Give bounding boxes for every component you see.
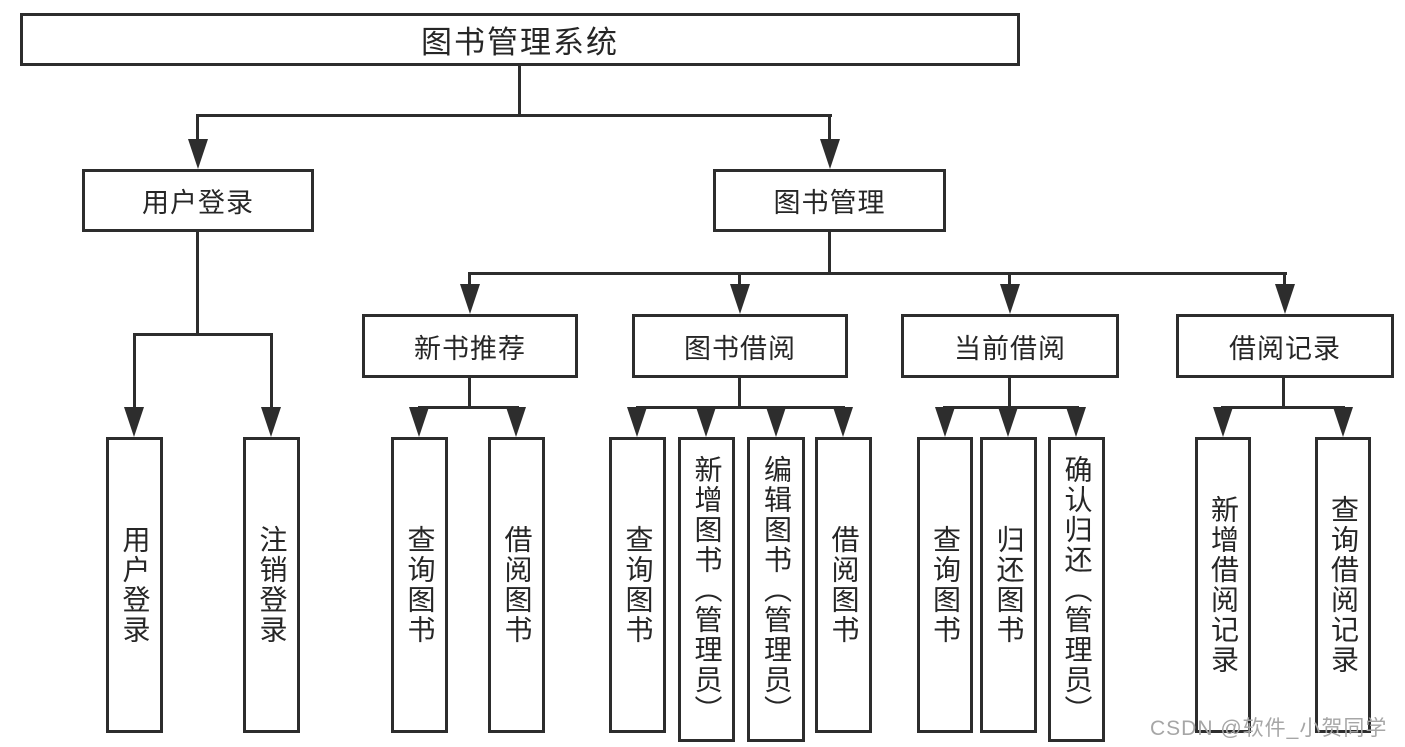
connector-line (468, 377, 471, 409)
connector-line (468, 272, 1287, 275)
node-library-management-system: 图书管理系统 (20, 13, 1020, 66)
node-logout: 注销登录 (243, 437, 300, 733)
arrow-down-icon (935, 407, 955, 437)
connector-line (196, 232, 199, 336)
arrow-down-icon (1275, 284, 1295, 314)
arrow-down-icon (1213, 407, 1233, 437)
connector-line (828, 232, 831, 274)
node-label: 查询图书 (404, 525, 436, 645)
node-label: 新增借阅记录 (1208, 495, 1239, 675)
node-query-books-recommend: 查询图书 (391, 437, 448, 733)
connector-line (196, 114, 832, 117)
node-query-books-borrowing: 查询图书 (609, 437, 666, 733)
connector-line (1008, 377, 1011, 409)
connector-line (196, 114, 199, 141)
connector-line (270, 333, 273, 409)
arrow-down-icon (460, 284, 480, 314)
connector-line (828, 114, 831, 141)
node-label: 用户登录 (142, 188, 254, 218)
node-user-login-leaf: 用户登录 (106, 437, 163, 733)
node-borrowing-records: 借阅记录 (1176, 314, 1394, 378)
node-label: 查询图书 (622, 525, 654, 645)
arrow-down-icon (1000, 284, 1020, 314)
node-borrow-books-borrowing: 借阅图书 (815, 437, 872, 733)
node-label: 用户登录 (119, 525, 151, 645)
arrow-down-icon (820, 139, 840, 169)
connector-line (1282, 377, 1285, 409)
connector-line (738, 377, 741, 409)
node-borrow-books-recommend: 借阅图书 (488, 437, 545, 733)
arrow-down-icon (506, 407, 526, 437)
arrow-down-icon (766, 407, 786, 437)
arrow-down-icon (833, 407, 853, 437)
node-label: 图书管理系统 (421, 25, 619, 60)
node-label: 当前借阅 (954, 333, 1066, 364)
arrow-down-icon (1066, 407, 1086, 437)
node-book-management: 图书管理 (713, 169, 946, 232)
node-add-books-admin: 新增图书（管理员） (678, 437, 735, 742)
arrow-down-icon (696, 407, 716, 437)
connector-line (518, 66, 521, 117)
connector-line (636, 406, 845, 409)
node-query-borrow-record: 查询借阅记录 (1315, 437, 1371, 733)
node-edit-books-admin: 编辑图书（管理员） (747, 437, 805, 742)
connector-line (1008, 272, 1011, 286)
node-label: 图书管理 (773, 188, 886, 218)
node-label: 确认归还（管理员） (1061, 454, 1093, 725)
arrow-down-icon (409, 407, 429, 437)
connector-line (1283, 272, 1286, 286)
node-return-books: 归还图书 (980, 437, 1037, 733)
arrow-down-icon (188, 139, 208, 169)
arrow-down-icon (261, 407, 281, 437)
node-new-book-recommendation: 新书推荐 (362, 314, 578, 378)
connector-line (133, 333, 136, 409)
connector-line (133, 333, 273, 336)
node-add-borrow-record: 新增借阅记录 (1195, 437, 1251, 733)
node-book-borrowing: 图书借阅 (632, 314, 848, 378)
node-label: 借阅图书 (501, 525, 533, 645)
connector-line (1221, 406, 1345, 409)
connector-line (468, 272, 471, 286)
arrow-down-icon (730, 284, 750, 314)
node-label: 注销登录 (256, 525, 288, 645)
connector-line (418, 406, 519, 409)
node-query-books-current: 查询图书 (917, 437, 973, 733)
connector-line (738, 272, 741, 286)
node-label: 新增图书（管理员） (691, 454, 723, 725)
node-label: 查询借阅记录 (1328, 495, 1359, 675)
node-label: 编辑图书（管理员） (761, 454, 792, 725)
arrow-down-icon (998, 407, 1018, 437)
node-label: 借阅图书 (828, 525, 860, 645)
node-confirm-return-admin: 确认归还（管理员） (1048, 437, 1105, 742)
csdn-watermark: CSDN @软件_小贺同学 (1150, 717, 1388, 740)
node-current-borrowing: 当前借阅 (901, 314, 1119, 378)
node-label: 归还图书 (993, 525, 1025, 645)
node-label: 借阅记录 (1229, 333, 1341, 364)
node-label: 查询图书 (930, 525, 961, 645)
arrow-down-icon (124, 407, 144, 437)
node-label: 图书借阅 (684, 333, 796, 364)
arrow-down-icon (1333, 407, 1353, 437)
node-label: 新书推荐 (414, 333, 526, 364)
arrow-down-icon (627, 407, 647, 437)
node-user-login: 用户登录 (82, 169, 314, 232)
